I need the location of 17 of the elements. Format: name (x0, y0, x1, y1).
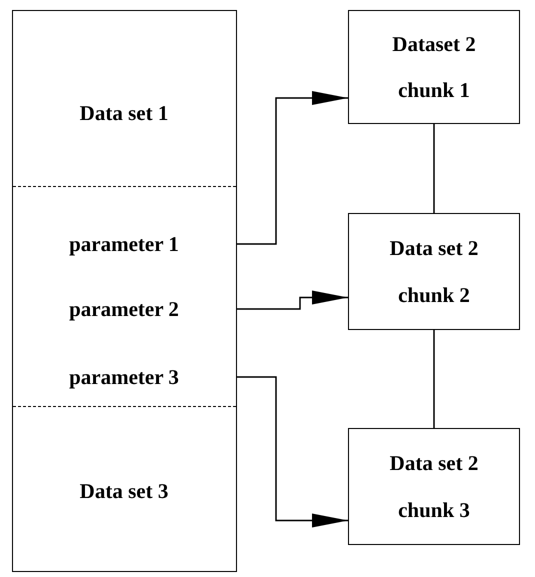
node-label: Dataset 2 chunk 1 (391, 30, 477, 104)
node-label: parameter 1 (69, 232, 179, 256)
chunk-box (348, 213, 520, 330)
node-label: Data set 2 chunk 2 (388, 235, 480, 308)
arrow (237, 290, 348, 310)
connector-line (433, 330, 435, 428)
arrow (237, 91, 348, 245)
node-label: Data set 3 (80, 478, 168, 504)
arrow (237, 376, 348, 528)
node-label: Data set 2 chunk 3 (388, 450, 480, 524)
outer-box (12, 10, 237, 572)
chunk-box (348, 428, 520, 545)
connector-line (433, 124, 435, 213)
node-label: Data set 1 (80, 101, 168, 126)
node-label: parameter 2 (69, 296, 179, 322)
node-label: parameter 3 (69, 364, 179, 390)
chunk-box (348, 10, 520, 124)
